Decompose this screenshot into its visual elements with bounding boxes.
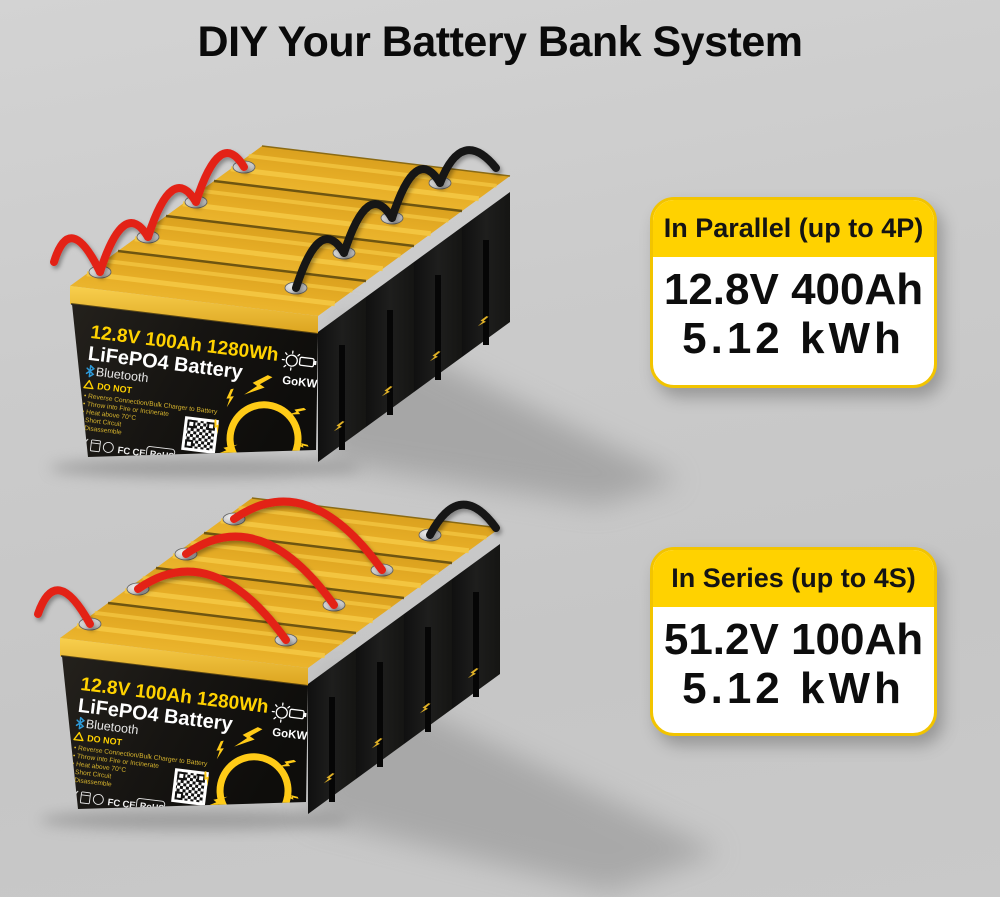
black-cable [388,165,444,222]
parallel-panel-body: 12.8V 400Ah 5.12 kWh [653,265,934,365]
series-negative-cable [426,500,500,539]
battery-bank-parallel [50,146,680,505]
red-cable [34,586,94,628]
series-panel-body: 51.2V 100Ah 5.12 kWh [653,615,934,715]
red-cable [134,567,290,644]
parallel-panel-header: In Parallel (up to 4P) [653,200,934,257]
series-panel-header: In Series (up to 4S) [653,550,934,607]
parallel-positive-cables [50,149,248,276]
red-cable [230,497,386,574]
red-cable [192,149,248,206]
red-cable [50,234,104,276]
parallel-energy-value: 5.12 kWh [682,314,905,364]
red-cable [96,219,152,276]
black-cable [426,500,500,539]
battery-bank-series [34,497,720,892]
black-cable [340,200,396,257]
black-cable [292,235,348,292]
contact-shadow [50,458,360,478]
series-energy-value: 5.12 kWh [682,664,905,714]
parallel-spec-value: 12.8V 400Ah [663,265,924,314]
series-info-panel: In Series (up to 4S) 51.2V 100Ah 5.12 kW… [650,547,937,736]
red-cable [182,532,338,609]
red-cable [144,184,200,241]
parallel-info-panel: In Parallel (up to 4P) 12.8V 400Ah 5.12 … [650,197,937,388]
page-title: DIY Your Battery Bank System [197,18,803,66]
contact-shadow [40,810,350,830]
black-cable [436,146,500,187]
series-link-cables [34,497,386,644]
parallel-negative-cables [292,146,500,292]
series-spec-value: 51.2V 100Ah [663,615,924,664]
